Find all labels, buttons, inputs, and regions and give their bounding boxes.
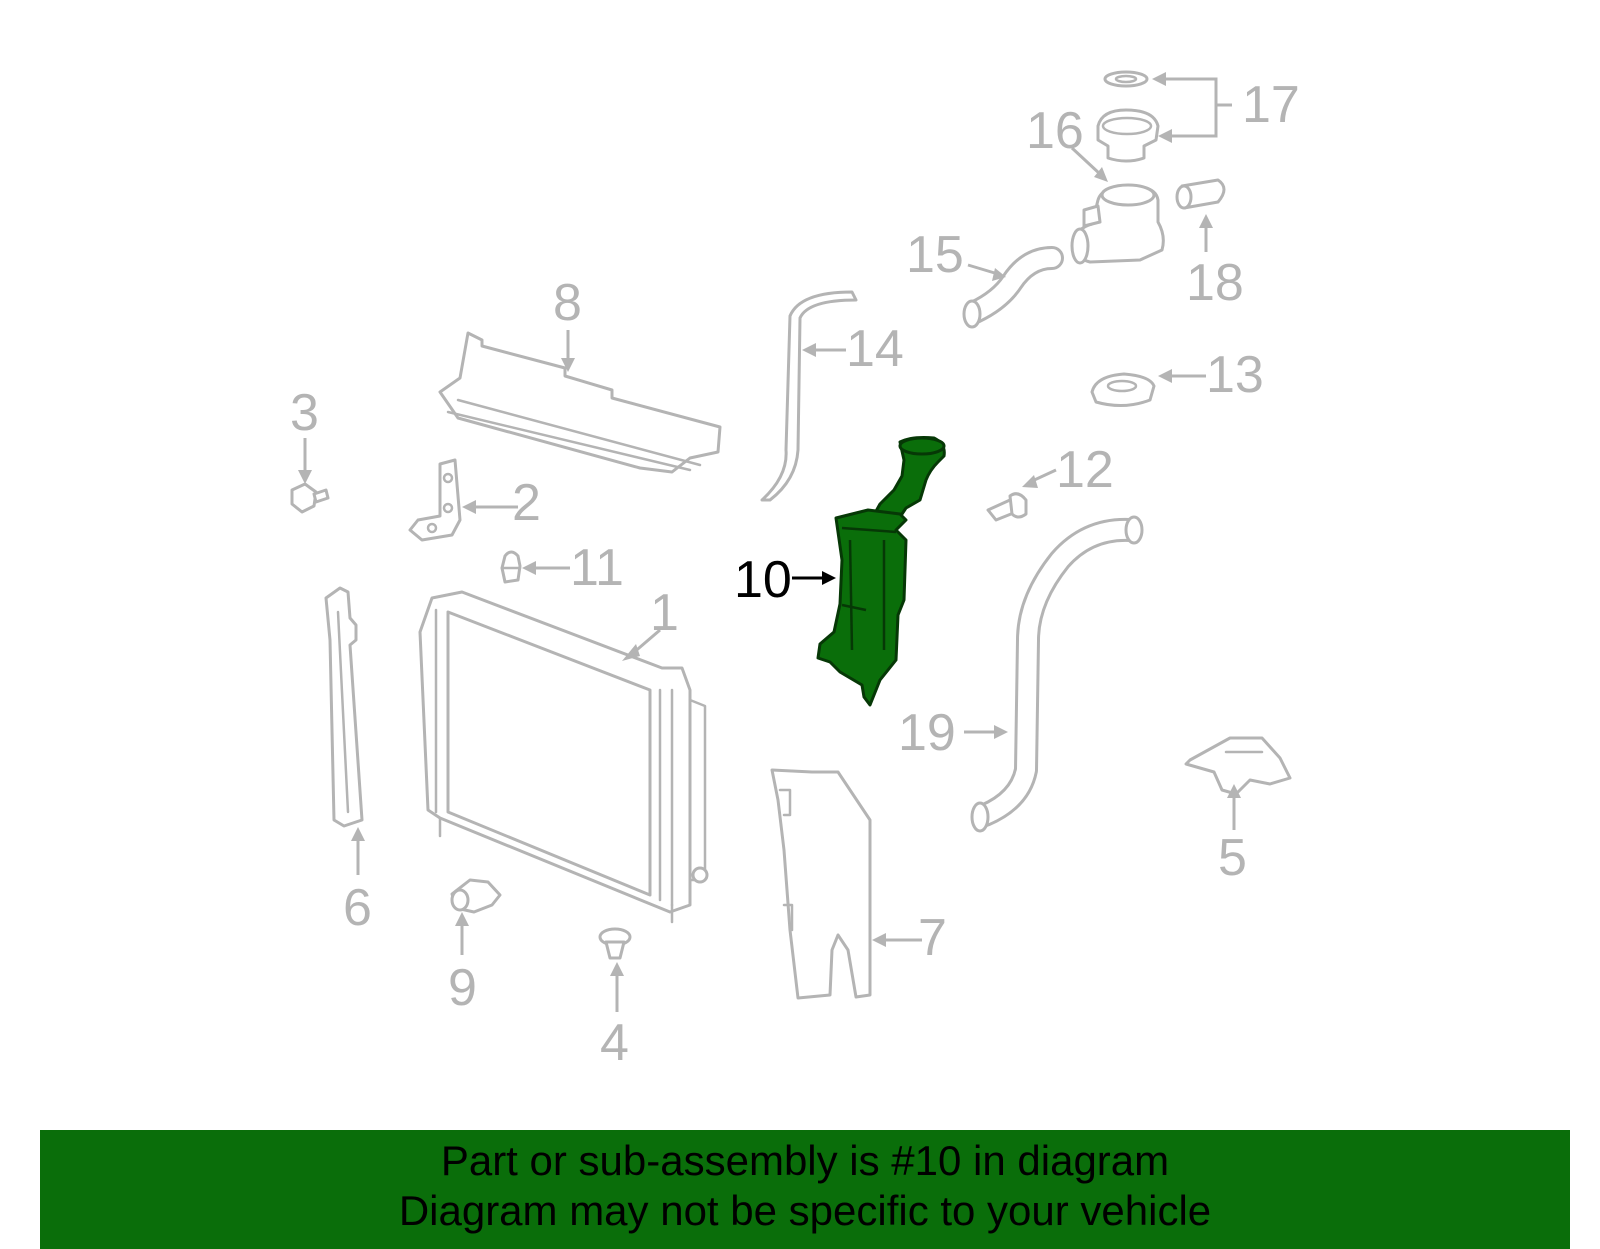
callout-7[interactable]: 7 — [872, 909, 947, 967]
info-banner: Part or sub-assembly is #10 in diagram D… — [40, 1130, 1570, 1249]
callout-label-12: 12 — [1056, 441, 1114, 499]
callout-label-3: 3 — [290, 384, 319, 442]
callout-label-17: 17 — [1242, 76, 1300, 134]
callout-1[interactable]: 1 — [622, 584, 679, 661]
part-12-clip — [986, 492, 1028, 522]
part-16-outlet-housing — [1070, 183, 1165, 265]
callout-label-9: 9 — [448, 959, 477, 1017]
part-17-cap — [1096, 70, 1160, 163]
callout-11[interactable]: 11 — [522, 539, 624, 597]
callout-9[interactable]: 9 — [448, 912, 477, 1017]
callout-label-4: 4 — [600, 1014, 629, 1072]
part-1-radiator — [418, 590, 709, 924]
callout-13[interactable]: 13 — [1158, 346, 1264, 404]
callout-label-7: 7 — [918, 909, 947, 967]
banner-line-1: Part or sub-assembly is #10 in diagram — [440, 1137, 1170, 1184]
callout-label-13: 13 — [1206, 346, 1264, 404]
part-2-bracket — [408, 458, 462, 542]
part-4-push-pin — [598, 927, 632, 960]
callout-8[interactable]: 8 — [553, 274, 582, 372]
callout-label-8: 8 — [553, 274, 582, 332]
callout-label-15: 15 — [906, 226, 964, 284]
callout-label-19: 19 — [898, 704, 956, 762]
callout-label-16: 16 — [1026, 102, 1084, 160]
callout-label-6: 6 — [343, 879, 372, 937]
callout-12[interactable]: 12 — [1022, 441, 1114, 499]
callout-2[interactable]: 2 — [462, 474, 541, 532]
callout-17[interactable]: 17 — [1152, 72, 1300, 143]
callout-label-2: 2 — [512, 474, 541, 532]
callout-label-11: 11 — [570, 539, 624, 597]
callout-18[interactable]: 18 — [1186, 214, 1244, 312]
part-11-clip — [500, 550, 522, 584]
part-18-small-hose — [1175, 178, 1226, 210]
callout-15[interactable]: 15 — [906, 226, 1006, 284]
callout-label-5: 5 — [1218, 829, 1247, 887]
callout-label-18: 18 — [1186, 254, 1244, 312]
callout-4[interactable]: 4 — [600, 962, 629, 1072]
callout-19[interactable]: 19 — [898, 704, 1008, 762]
parts-diagram: 1 2 3 4 5 6 7 8 9 10 — [290, 70, 1300, 1072]
part-8-upper-baffle — [438, 331, 722, 474]
callout-label-1: 1 — [650, 584, 679, 642]
callout-6[interactable]: 6 — [343, 827, 372, 937]
callout-3[interactable]: 3 — [290, 384, 319, 484]
part-3-bolt — [290, 482, 330, 514]
part-7-deflector — [770, 768, 872, 1000]
part-19-lower-hose — [970, 515, 1144, 833]
callout-label-14: 14 — [846, 320, 904, 378]
part-13-cap — [1090, 372, 1156, 407]
callout-16[interactable]: 16 — [1026, 102, 1108, 182]
callout-14[interactable]: 14 — [802, 320, 904, 378]
part-10-coolant-reservoir — [816, 436, 946, 707]
part-6-side-seal — [324, 586, 364, 828]
callout-5[interactable]: 5 — [1218, 784, 1247, 887]
part-9-grommet — [450, 878, 502, 914]
callout-label-10: 10 — [734, 551, 792, 609]
callout-10[interactable]: 10 — [734, 551, 836, 609]
banner-line-2: Diagram may not be specific to your vehi… — [398, 1187, 1212, 1234]
part-15-hose — [962, 246, 1064, 329]
part-5-shield — [1184, 736, 1292, 796]
part-14-overflow-hose — [760, 290, 858, 502]
